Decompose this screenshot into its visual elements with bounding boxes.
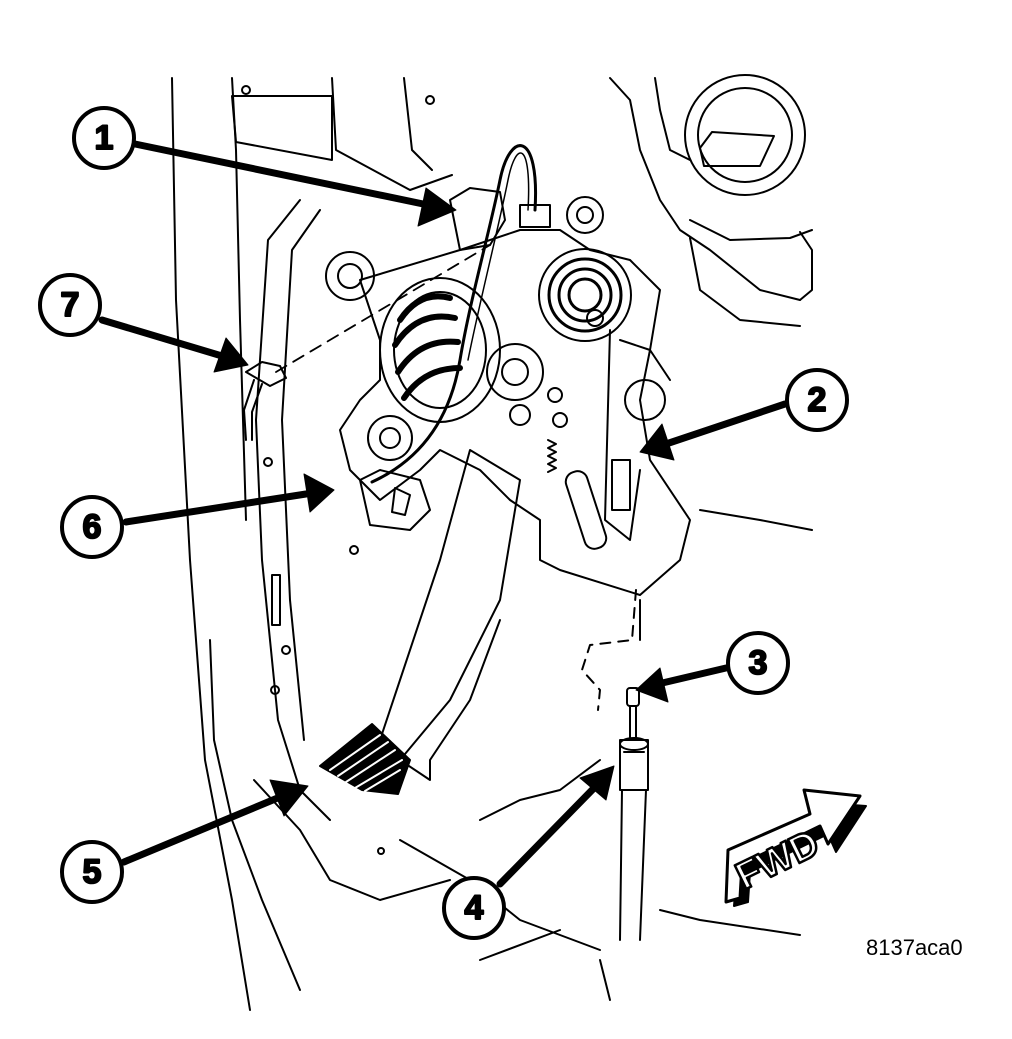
leader-lines xyxy=(98,140,789,888)
callouts: 1 2 3 4 5 6 7 xyxy=(38,106,849,940)
callout-3: 3 xyxy=(726,631,790,695)
leader-2 xyxy=(662,400,789,448)
callout-4: 4 xyxy=(442,876,506,940)
fwd-direction-arrow: FWD xyxy=(724,788,867,907)
leader-5 xyxy=(120,793,284,866)
svg-text:7: 7 xyxy=(61,286,80,324)
callout-2: 2 xyxy=(785,368,849,432)
rear-cable-part xyxy=(619,687,649,941)
leader-4 xyxy=(496,782,600,888)
svg-text:1: 1 xyxy=(95,119,114,157)
callout-6: 6 xyxy=(60,495,124,559)
pedal-assembly xyxy=(275,144,691,795)
svg-text:3: 3 xyxy=(749,644,768,682)
leader-7 xyxy=(98,316,226,360)
firewall-panel xyxy=(609,74,813,531)
svg-text:5: 5 xyxy=(83,853,102,891)
leader-1 xyxy=(131,140,432,209)
callout-5: 5 xyxy=(60,840,124,904)
pillar-panel xyxy=(171,77,453,1011)
figure-id: 8137aca0 xyxy=(866,935,963,960)
release-handle-part xyxy=(243,361,287,441)
svg-text:6: 6 xyxy=(83,508,102,546)
svg-text:2: 2 xyxy=(808,381,827,419)
svg-text:4: 4 xyxy=(465,889,484,927)
callout-7: 7 xyxy=(38,273,102,337)
callout-1: 1 xyxy=(72,106,136,170)
leader-6 xyxy=(122,490,310,526)
leader-3 xyxy=(654,664,730,688)
